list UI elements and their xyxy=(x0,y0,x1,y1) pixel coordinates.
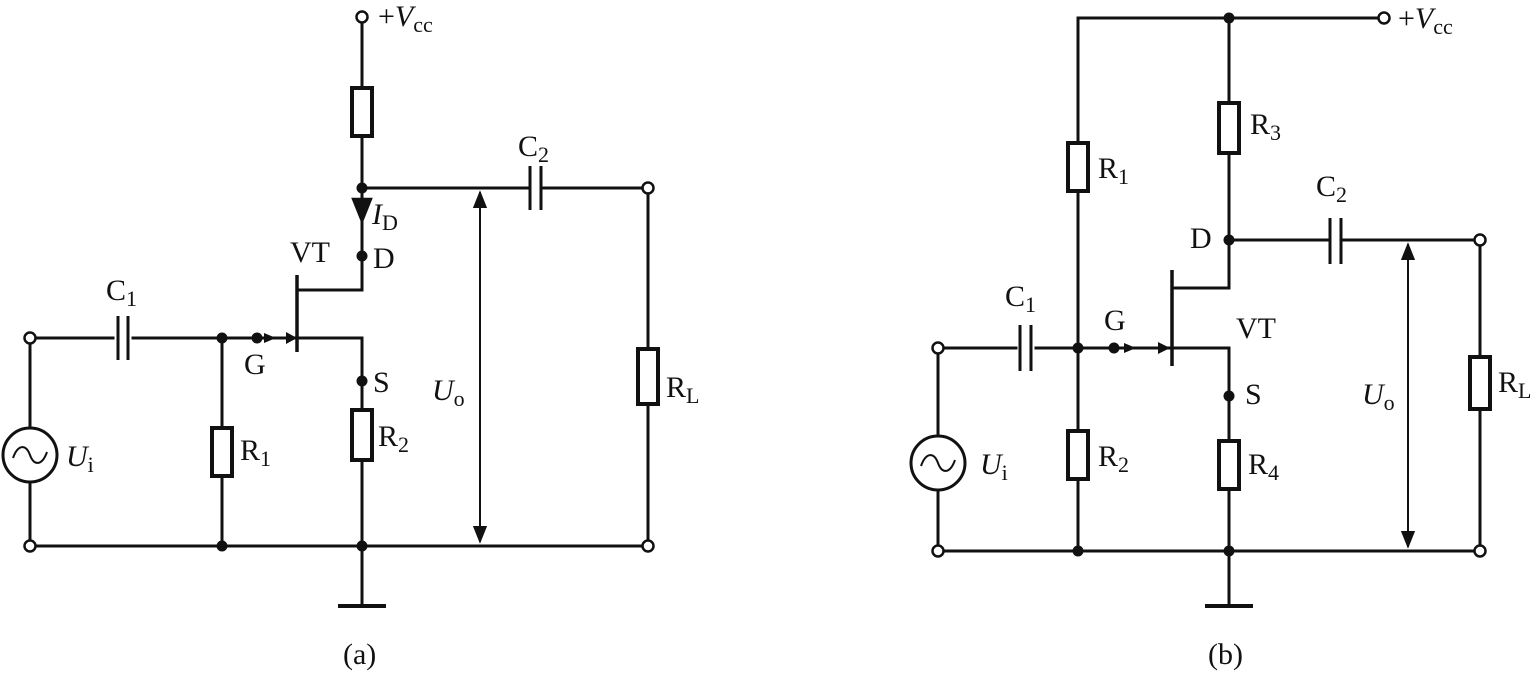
caption-b: (b) xyxy=(1208,638,1243,671)
capacitor-c1-b xyxy=(1018,325,1033,371)
r4-label-b: R4 xyxy=(1248,448,1279,485)
resistor-r1-b xyxy=(1066,141,1090,193)
gate-dot xyxy=(251,332,263,344)
ui-label-a: Ui xyxy=(66,440,94,477)
vt-label-a: VT xyxy=(290,236,330,269)
d-label-b: D xyxy=(1190,222,1212,255)
output-terminal-top-b xyxy=(1473,233,1487,247)
circuit-a: +Vcc C2 ID VT D C1 G S Uo RL R2 R1 Ui (a… xyxy=(1,0,699,671)
input-terminal-top-a xyxy=(23,331,37,345)
c2-label-a: C2 xyxy=(518,130,549,167)
caption-a: (a) xyxy=(343,638,376,671)
vcc-terminal-b xyxy=(1377,11,1391,25)
vcc-label-a: +Vcc xyxy=(378,0,433,37)
capacitor-c1-a xyxy=(116,316,130,360)
circuit-b: +Vcc R3 R1 C2 D C1 G VT S Uo RL R2 R4 Ui… xyxy=(909,2,1531,671)
id-label-a: ID xyxy=(371,198,398,235)
r1-label-b: R1 xyxy=(1098,152,1129,189)
c1-label-b: C1 xyxy=(1005,280,1036,317)
r1-label-a: R1 xyxy=(240,434,271,471)
gate-arrow-a xyxy=(286,332,297,344)
resistor-rl-a xyxy=(636,347,660,406)
drain-resistor-a xyxy=(350,86,374,138)
input-terminal-bottom-b xyxy=(931,544,945,558)
source-dot xyxy=(356,375,368,387)
input-terminal-bottom-a xyxy=(23,539,37,553)
rl-label-a: RL xyxy=(666,371,699,408)
rl-label-b: RL xyxy=(1498,366,1531,403)
gate-marker-a xyxy=(264,333,276,343)
wires-a xyxy=(28,18,650,608)
c1-label-a: C1 xyxy=(106,274,137,311)
ac-source-a xyxy=(1,426,59,484)
r2-label-a: R2 xyxy=(378,420,409,457)
uo-label-a: Uo xyxy=(432,374,465,411)
gate-marker-b xyxy=(1124,343,1136,353)
junction-dot xyxy=(1223,545,1235,557)
s-label-b: S xyxy=(1245,378,1262,411)
ui-label-b: Ui xyxy=(980,448,1008,485)
sine-wave-icon xyxy=(12,446,48,464)
capacitor-c2-a xyxy=(528,166,543,210)
resistor-r1-a xyxy=(210,426,234,478)
output-terminal-bottom-b xyxy=(1473,544,1487,558)
drain-dot xyxy=(356,250,368,262)
source-dot xyxy=(1223,390,1235,402)
resistor-r4-b xyxy=(1217,439,1241,491)
junction-dot xyxy=(356,540,368,552)
g-label-b: G xyxy=(1104,304,1126,337)
resistor-r2-a xyxy=(350,408,374,462)
drain-dot xyxy=(1223,234,1235,246)
s-label-a: S xyxy=(373,366,390,399)
junction-dot xyxy=(216,332,228,344)
c2-label-b: C2 xyxy=(1316,170,1347,207)
output-terminal-top-a xyxy=(641,181,655,195)
capacitor-c2-b xyxy=(1328,218,1343,264)
vt-label-b: VT xyxy=(1236,312,1276,345)
uo-label-b: Uo xyxy=(1362,378,1395,415)
junction-dot xyxy=(1072,545,1084,557)
d-label-a: D xyxy=(373,242,395,275)
r3-label-b: R3 xyxy=(1250,108,1281,145)
ac-source-b xyxy=(909,434,967,492)
junction-dot xyxy=(1223,12,1235,24)
resistor-r2-b xyxy=(1066,429,1090,481)
resistor-r3-b xyxy=(1217,101,1241,155)
resistor-rl-b xyxy=(1468,355,1492,411)
junction-dot xyxy=(1072,342,1084,354)
r2-label-b: R2 xyxy=(1098,440,1129,477)
sine-wave-icon xyxy=(920,454,956,472)
junction-dot xyxy=(216,540,228,552)
junction-dot xyxy=(356,182,368,194)
vcc-label-b: +Vcc xyxy=(1398,2,1453,39)
g-label-a: G xyxy=(244,348,266,381)
input-terminal-top-b xyxy=(931,341,945,355)
gate-dot xyxy=(1108,342,1120,354)
vcc-terminal-a xyxy=(355,10,369,24)
gate-arrow-b xyxy=(1158,342,1170,354)
output-terminal-bottom-a xyxy=(641,539,655,553)
